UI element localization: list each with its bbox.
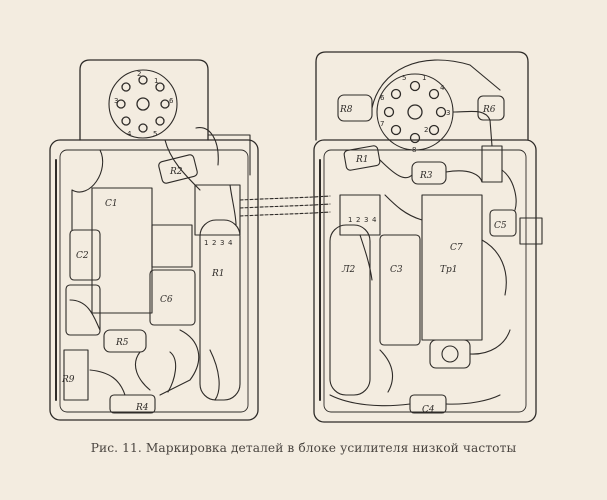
right-components [329, 59, 543, 414]
label-c5: C5 [494, 221, 507, 231]
left-terminal-pin-label: 2 [212, 239, 216, 247]
right-terminal-pin-label: 1 [348, 216, 352, 224]
right-tube-socket: 5 6 7 8 2 3 4 1 [376, 73, 454, 154]
right-labels: R8 R1 R6 C5 R3 Tp1 C3 Л2 C4 C7 1 2 3 4 [339, 105, 507, 415]
right-terminal-pin-label: 3 [364, 216, 368, 224]
label-r4: R4 [135, 403, 149, 413]
label-c7: C7 [450, 243, 463, 253]
left-labels: C1 C2 R2 C6 R1 R5 R9 R4 1 2 3 4 [61, 167, 233, 413]
label-r6: R6 [482, 105, 496, 115]
label-r1-right: R1 [355, 155, 369, 165]
right-socket-pin-label: 8 [412, 146, 416, 154]
figure-number: Рис. 11. [90, 441, 142, 455]
label-c2: C2 [76, 251, 89, 261]
label-c1: C1 [105, 199, 118, 209]
label-r3: R3 [419, 171, 433, 181]
label-l2: Л2 [341, 265, 356, 275]
right-socket-pin-label: 1 [422, 74, 426, 82]
right-terminal-pin-label: 4 [372, 216, 377, 224]
right-socket-pin-label: 5 [402, 74, 406, 82]
left-terminal-pin-label: 1 [204, 239, 208, 247]
left-terminal-pin-label: 4 [228, 239, 233, 247]
right-socket-pin-label: 2 [424, 126, 428, 134]
label-c4: C4 [422, 405, 435, 415]
right-socket-pin-label: 4 [440, 84, 445, 92]
left-socket-pin-label: 3 [114, 97, 118, 105]
left-chassis [49, 59, 259, 421]
figure-caption: Рис. 11.Маркировка деталей в блоке усили… [0, 441, 607, 455]
right-socket-pin-label: 3 [446, 109, 450, 117]
label-c3: C3 [390, 265, 403, 275]
label-r2: R2 [169, 167, 183, 177]
label-r8: R8 [339, 105, 353, 115]
left-terminal-pin-label: 3 [220, 239, 224, 247]
right-socket-pin-label: 7 [380, 120, 384, 128]
label-r1: R1 [211, 269, 225, 279]
label-c6: C6 [160, 295, 173, 305]
label-tp1: Tp1 [440, 265, 458, 275]
right-chassis [313, 51, 537, 423]
left-components [63, 127, 331, 414]
left-socket-pin-label: 1 [154, 77, 158, 85]
left-tube-socket: 2 3 4 5 6 1 [108, 69, 178, 139]
figure-caption-text: Маркировка деталей в блоке усилителя низ… [145, 441, 517, 455]
amplifier-wiring-figure: 2 3 4 5 6 1 [49, 51, 543, 423]
left-socket-pin-label: 2 [137, 70, 141, 78]
right-terminal-pin-label: 2 [356, 216, 360, 224]
left-socket-pin-label: 6 [169, 97, 174, 105]
label-r5: R5 [115, 338, 129, 348]
label-r9: R9 [61, 375, 75, 385]
right-socket-pin-label: 6 [380, 94, 385, 102]
left-socket-pin-label: 5 [153, 130, 157, 138]
left-socket-pin-label: 4 [127, 130, 132, 138]
